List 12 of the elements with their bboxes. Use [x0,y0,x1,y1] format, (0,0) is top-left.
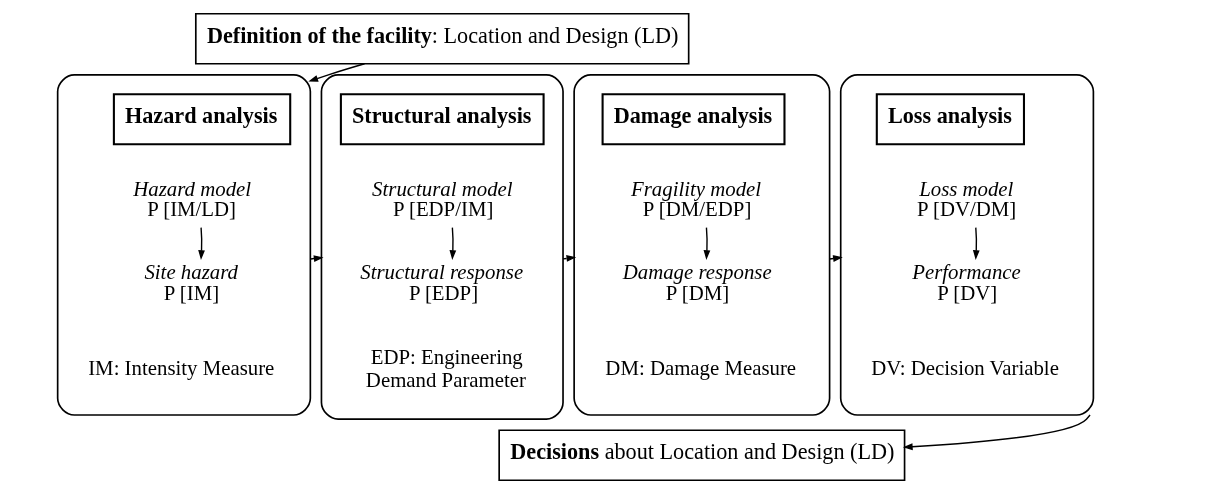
node-text: Structural model P [EDP/IM] [371,176,513,222]
node-text: Hazard model P [IM/LD] [132,176,251,222]
node-text: Site hazard P [IM] [143,259,238,305]
node-text: Loss model P [DV/DM] [916,176,1016,222]
label: DM: Damage Measure [604,356,796,381]
node-text: Fragility model P [DM/EDP] [630,176,761,222]
label: IM: Intensity Measure [87,356,274,381]
node-text: Damage response P [DM] [622,259,772,305]
node-text: Structural response P [EDP] [359,259,523,305]
label: EDP: Engineering Demand Parameter [365,344,526,393]
node-text: Performance P [DV] [911,259,1021,305]
label: DV: Decision Variable [870,356,1059,381]
